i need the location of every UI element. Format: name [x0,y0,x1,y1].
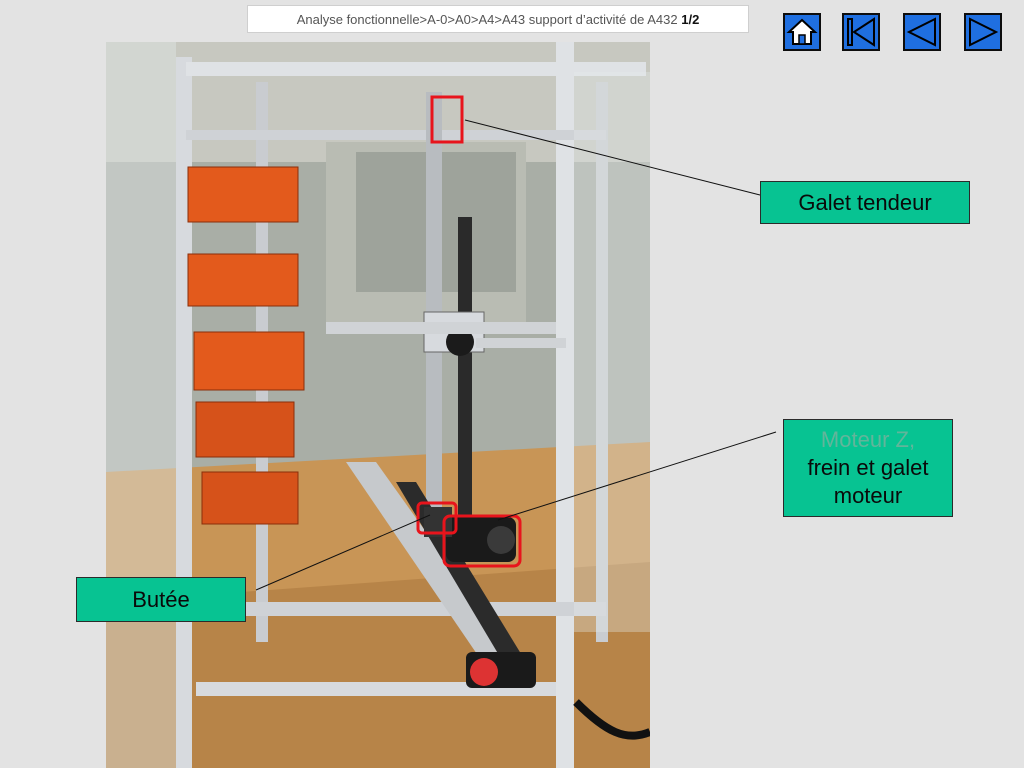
page-separator: / [688,12,693,27]
previous-icon [906,17,936,47]
page-current: 1 [681,12,689,27]
label-galet-tendeur-text: Galet tendeur [798,189,932,215]
label-galet-tendeur: Galet tendeur [760,181,970,224]
first-page-icon [847,17,875,47]
gantry-illustration [106,42,650,768]
label-moteur-z: Moteur Z, frein et galet moteur [783,419,953,517]
label-moteur-z-text: frein et galet moteur [807,455,929,508]
home-icon [786,18,818,45]
next-page-button[interactable] [964,13,1002,51]
first-page-button[interactable] [842,13,880,51]
machine-photo [106,42,650,768]
page-total: 2 [692,12,700,27]
label-butee: Butée [76,577,246,622]
breadcrumb-path: Analyse fonctionnelle>A-0>A0>A4>A43 supp… [296,12,682,27]
label-moteur-z-title: Moteur Z, [820,427,916,452]
previous-page-button[interactable] [903,13,941,51]
label-butee-text: Butée [132,586,190,612]
next-icon [969,17,999,47]
home-button[interactable] [783,13,821,51]
breadcrumb: Analyse fonctionnelle>A-0>A0>A4>A43 supp… [247,5,749,33]
